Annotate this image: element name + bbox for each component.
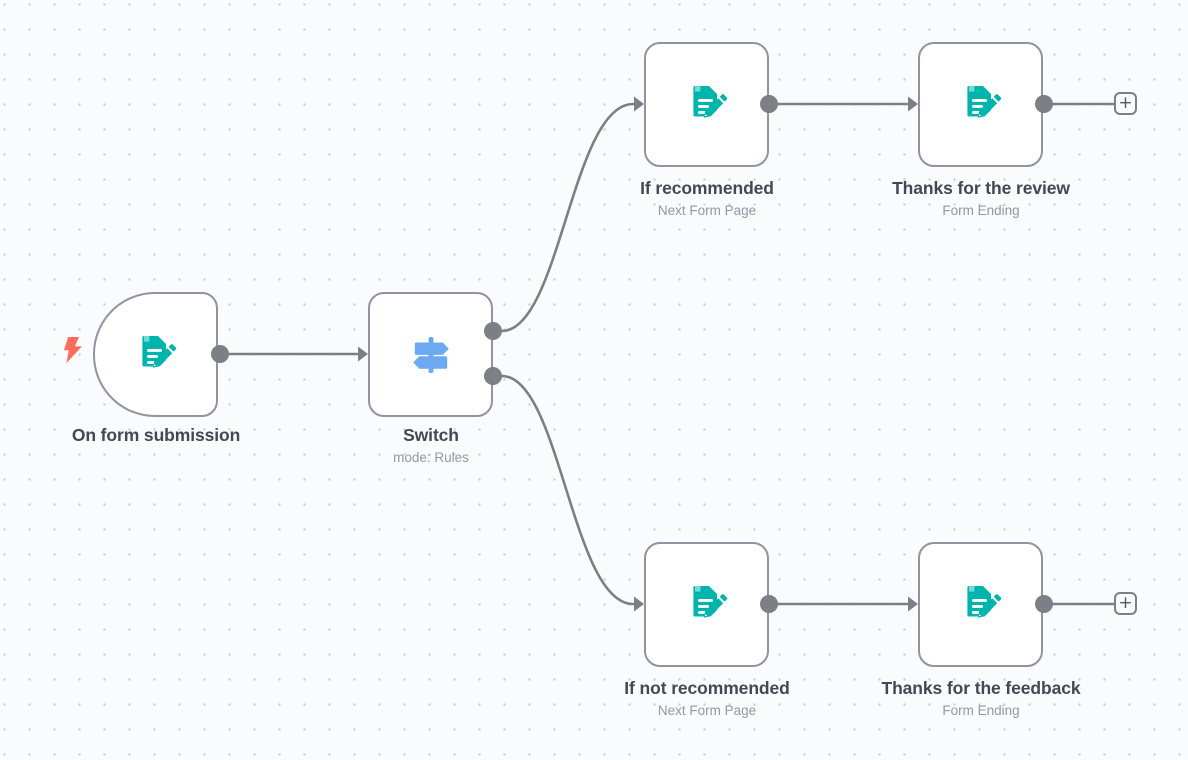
output-endpoint-if-recommended[interactable] — [760, 95, 778, 113]
add-node-button[interactable]: + — [1114, 92, 1137, 115]
node-subtitle: Next Form Page — [657, 203, 757, 218]
node-title: Switch — [403, 425, 459, 445]
label-if-not-recommended: If not recommended Next Form Page — [624, 678, 790, 720]
label-thanks-for-the-review: Thanks for the review Form Ending — [892, 178, 1070, 220]
form-document-pencil-icon — [966, 85, 1001, 118]
label-if-recommended: If recommended Next Form Page — [640, 178, 774, 220]
node-subtitle: Form Ending — [942, 203, 1020, 218]
node-title: If recommended — [640, 178, 774, 198]
connector-switch-to-if-recommended — [500, 102, 635, 333]
form-document-pencil-icon — [692, 85, 727, 118]
node-title: If not recommended — [624, 678, 790, 698]
node-thanks-for-the-feedback[interactable] — [918, 542, 1043, 667]
form-document-pencil-icon — [966, 585, 1001, 618]
node-subtitle: mode: Rules — [393, 450, 469, 465]
output-endpoint-switch-1[interactable] — [484, 367, 502, 385]
output-endpoint-on-form-submission[interactable] — [211, 345, 229, 363]
connector-switch-to-if-not-recommended — [500, 374, 635, 606]
signpost-icon — [412, 336, 449, 373]
output-endpoint-thanks-for-the-review[interactable] — [1035, 95, 1053, 113]
node-subtitle: Next Form Page — [657, 703, 757, 718]
node-on-form-submission[interactable] — [93, 292, 218, 417]
node-thanks-for-the-review[interactable] — [918, 42, 1043, 167]
output-endpoint-if-not-recommended[interactable] — [760, 595, 778, 613]
trigger-bolt-icon — [64, 337, 82, 363]
label-thanks-for-the-feedback: Thanks for the feedback Form Ending — [881, 678, 1080, 720]
node-if-recommended[interactable] — [644, 42, 769, 167]
form-document-pencil-icon — [141, 335, 176, 368]
output-endpoint-thanks-for-the-feedback[interactable] — [1035, 595, 1053, 613]
node-title: On form submission — [71, 425, 241, 445]
label-switch: Switch mode: Rules — [393, 425, 469, 467]
add-node-button[interactable]: + — [1114, 592, 1137, 615]
node-if-not-recommended[interactable] — [644, 542, 769, 667]
form-document-pencil-icon — [692, 585, 727, 618]
node-title: Thanks for the review — [892, 178, 1070, 198]
label-on-form-submission: On form submission — [72, 425, 240, 446]
node-title: Thanks for the feedback — [881, 678, 1081, 698]
output-endpoint-switch-0[interactable] — [484, 322, 502, 340]
node-subtitle: Form Ending — [942, 703, 1020, 718]
node-switch[interactable] — [368, 292, 493, 417]
